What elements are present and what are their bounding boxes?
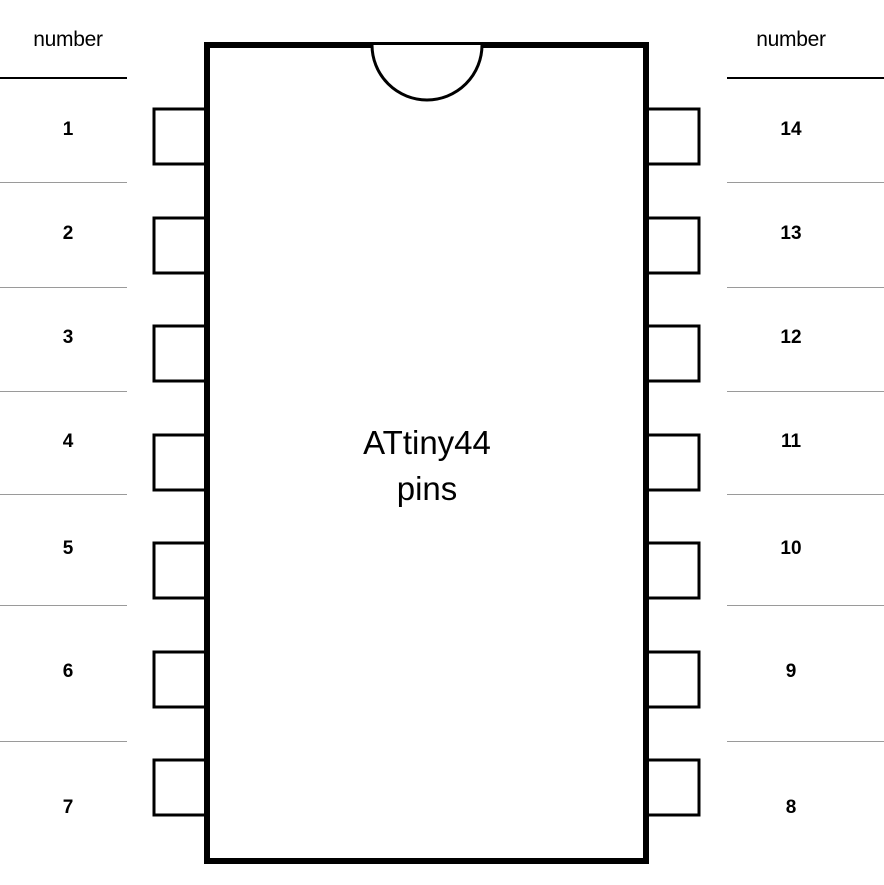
pin-pad-8	[644, 758, 701, 817]
left-column-header: number	[33, 28, 103, 51]
pin-number-2: 2	[62, 223, 74, 244]
left-row-separator	[0, 391, 127, 392]
pin-number-3: 3	[62, 327, 74, 348]
pin-number-5: 5	[62, 538, 74, 559]
pin-number-8: 8	[785, 797, 797, 818]
pin-pad-10	[644, 541, 701, 600]
pin-pad-5	[152, 541, 209, 600]
pin-number-1: 1	[62, 119, 74, 140]
chip-notch	[370, 44, 484, 102]
left-row-separator	[0, 494, 127, 495]
pin-pad-9	[644, 650, 701, 709]
pin-pad-12	[644, 324, 701, 383]
pin-number-13: 13	[780, 223, 802, 244]
pin-pad-13	[644, 216, 701, 275]
right-row-separator	[727, 494, 884, 495]
left-row-separator	[0, 741, 127, 742]
chip-body	[204, 42, 649, 864]
right-header-rule	[727, 77, 884, 79]
left-header-rule	[0, 77, 127, 79]
chip-subtitle: pins	[396, 470, 458, 507]
pin-number-14: 14	[780, 119, 802, 140]
pin-pad-7	[152, 758, 209, 817]
pin-pad-11	[644, 433, 701, 492]
pin-number-7: 7	[62, 797, 74, 818]
right-column-header: number	[756, 28, 826, 51]
left-row-separator	[0, 605, 127, 606]
pin-pad-1	[152, 107, 209, 166]
right-row-separator	[727, 391, 884, 392]
chip-name: ATtiny44	[363, 424, 491, 461]
pin-pad-14	[644, 107, 701, 166]
pin-pad-3	[152, 324, 209, 383]
pin-pad-2	[152, 216, 209, 275]
pin-number-6: 6	[62, 661, 74, 682]
pin-number-11: 11	[780, 431, 802, 452]
pin-pad-6	[152, 650, 209, 709]
right-row-separator	[727, 287, 884, 288]
right-row-separator	[727, 182, 884, 183]
pin-number-9: 9	[785, 661, 797, 682]
right-row-separator	[727, 605, 884, 606]
pin-number-10: 10	[780, 538, 802, 559]
pin-number-4: 4	[62, 431, 74, 452]
left-row-separator	[0, 287, 127, 288]
pin-pad-4	[152, 433, 209, 492]
pin-number-12: 12	[780, 327, 802, 348]
right-row-separator	[727, 741, 884, 742]
left-row-separator	[0, 182, 127, 183]
